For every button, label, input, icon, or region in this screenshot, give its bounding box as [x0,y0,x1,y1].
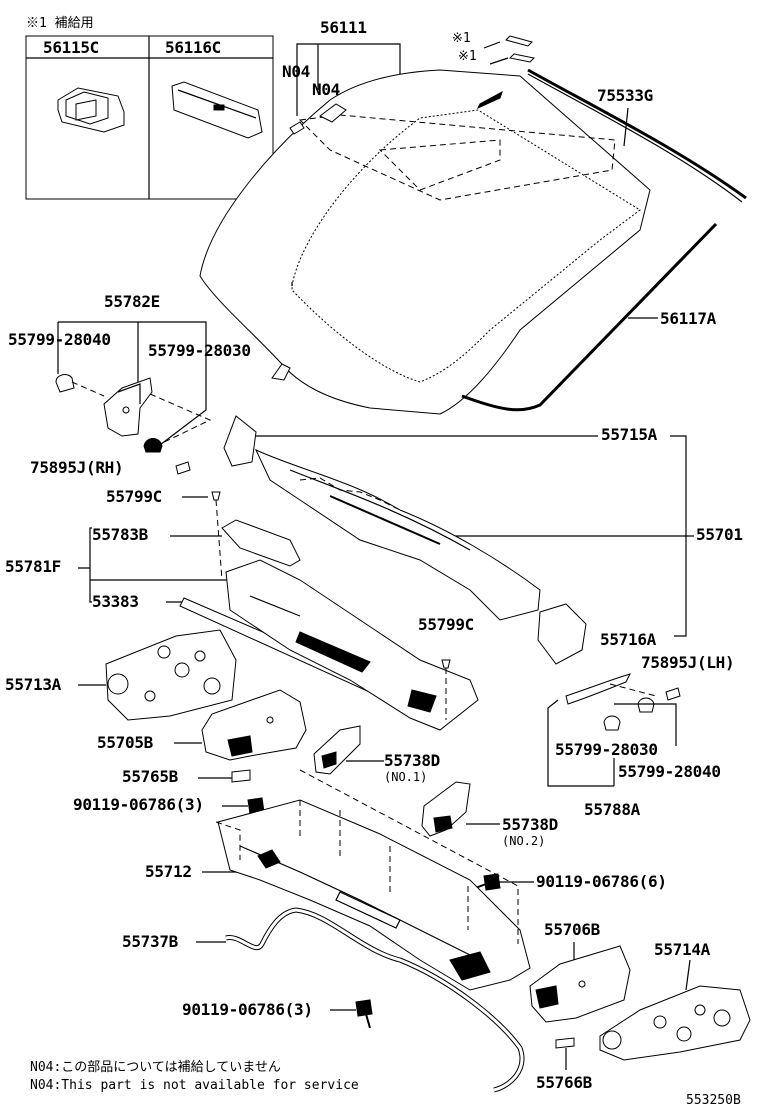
part-55799-28040-right-label: 55799-28040 [618,762,721,781]
brace-55705b-drawing [201,689,307,761]
part-55782e-label: 55782E [104,292,160,311]
cowl-top-ventilator-55701 [223,415,587,665]
part-56111-label: 56111 [320,18,367,37]
part-55706b-label: 55706B [544,920,601,939]
part-56115c-label: 56115C [43,38,99,57]
part-55766b-label: 55766B [536,1073,593,1092]
bolt-90119-6-label: 90119-06786(6) [536,872,667,891]
part-55783b-label: 55783B [92,525,149,544]
silencer-55714a-drawing [599,985,751,1061]
part-55799c-top-label: 55799C [106,487,162,506]
part-55715a-label: 55715A [601,425,658,444]
supply-mark-a: ※1 [452,31,471,46]
silencer-55713a-drawing [105,629,237,721]
clip-56115c-drawing [57,87,125,133]
footer-note-japanese: N04:この部品については補給していません [30,1060,281,1075]
hinge-55738d-no1-drawing [313,725,361,775]
bolt-bottom-drawing [355,999,373,1029]
bolt-90119-3-top-label: 90119-06786(3) [73,795,204,814]
part-55799-28030-right-label: 55799-28030 [555,740,658,759]
panel-55712-drawing [217,799,531,991]
part-55714a-label: 55714A [654,940,711,959]
part-53383-label: 53383 [92,592,139,611]
pad-56116c-drawing [171,81,263,139]
part-75895j-lh-label: 75895J(LH) [641,653,734,672]
footer-note-english: N04:This part is not available for servi… [30,1078,359,1093]
note-no2: (NO.2) [502,834,545,848]
bracket-55783b-drawing [221,519,301,567]
part-56116c-label: 56116C [165,38,221,57]
cowl-panel-55781f [179,559,479,731]
seal-55788a-drawing [565,673,631,705]
note-no1: (NO.1) [384,770,427,784]
part-75533g-label: 75533G [597,86,653,105]
part-56117a-label: 56117A [660,309,717,328]
n04-label-a: N04 [282,62,310,81]
part-55788a-label: 55788A [584,800,641,819]
supply-mark-b: ※1 [458,49,477,64]
bolt-90119-3-bottom-label: 90119-06786(3) [182,1000,313,1019]
part-55799c-mid-label: 55799C [418,615,474,634]
seal-55737b-drawing [225,907,525,1093]
hinge-55738d-no2-drawing [421,781,471,837]
part-55799-28040-left-label: 55799-28040 [8,330,111,349]
diagram-code: 553250B [686,1093,741,1108]
part-55781f-label: 55781F [5,557,61,576]
part-55799-28030-left-label: 55799-28030 [148,341,251,360]
part-55738d-no2-label: 55738D [502,815,558,834]
brace-55706b-drawing [529,945,631,1023]
part-55716a-label: 55716A [600,630,657,649]
seal-55782e-drawing [103,377,153,437]
part-55713a-label: 55713A [5,675,62,694]
part-75895j-rh-label: 75895J(RH) [30,458,123,477]
part-55712-label: 55712 [145,862,192,881]
part-55765b-label: 55765B [122,767,179,786]
part-55738d-no1-label: 55738D [384,751,440,770]
part-55705b-label: 55705B [97,733,154,752]
windshield-glass-56111 [199,69,651,415]
part-55701-label: 55701 [696,525,743,544]
n04-label-b: N04 [312,80,340,99]
supply-note: ※1 補給用 [26,16,94,31]
part-55737b-label: 55737B [122,932,179,951]
